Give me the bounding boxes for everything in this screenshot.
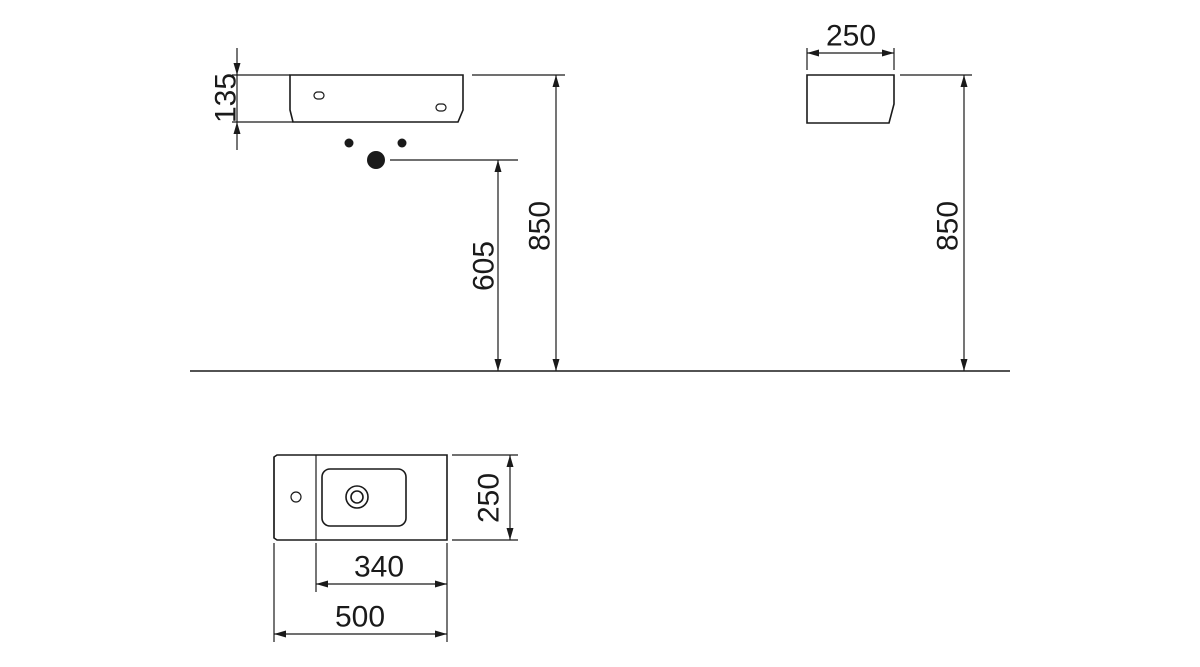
plan-view: 250 340 500 [273, 454, 518, 642]
dim-135: 135 [210, 48, 293, 150]
dim-250-side: 250 [806, 20, 895, 70]
dim-135-label: 135 [210, 73, 243, 123]
dim-500: 500 [273, 543, 447, 642]
side-basin-outline [806, 74, 895, 124]
plan-drain-outer [345, 485, 369, 509]
plan-bowl [321, 468, 407, 527]
plan-outer-outline [273, 454, 448, 541]
front-mount-hole-right [435, 103, 447, 112]
side-view: 250 850 [806, 20, 972, 371]
front-view: 135 605 850 [210, 48, 565, 371]
dim-250-side-label: 250 [826, 20, 876, 53]
dim-850-side: 850 [900, 74, 972, 371]
dim-605-label: 605 [468, 241, 501, 291]
dim-250-plan: 250 [452, 454, 518, 541]
dim-850-front: 850 [472, 74, 565, 371]
fixing-point-left [344, 138, 354, 148]
front-mount-hole-left [313, 91, 325, 100]
drain-point [367, 151, 385, 169]
plan-drain-inner [350, 490, 364, 504]
dim-850-front-label: 850 [524, 201, 557, 251]
dim-340: 340 [315, 543, 448, 642]
dim-605: 605 [390, 159, 518, 371]
dim-340-label: 340 [354, 551, 404, 584]
dim-850-side-label: 850 [932, 201, 965, 251]
front-basin-outline [289, 74, 464, 123]
plan-tap-hole [290, 491, 302, 503]
dim-250-plan-label: 250 [473, 473, 506, 523]
dim-500-label: 500 [335, 601, 385, 634]
fixing-point-right [397, 138, 407, 148]
